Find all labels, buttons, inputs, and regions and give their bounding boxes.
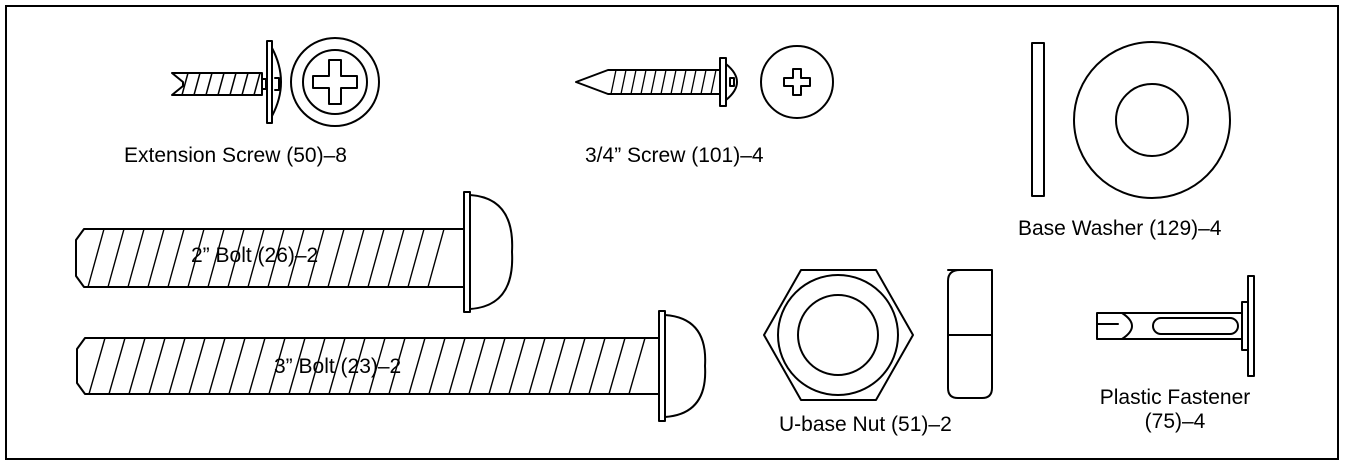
ubase-nut-label: U-base Nut (51)–2	[779, 413, 952, 436]
plastic-fastener-label-line1: Plastic Fastener	[1099, 386, 1251, 409]
three-inch-bolt-label: 3” Bolt (23)–2	[274, 355, 402, 378]
base-washer-drawing	[1031, 41, 1231, 199]
three-quarter-screw-head-drawing	[760, 45, 834, 119]
three-quarter-screw-side-drawing	[575, 57, 738, 107]
three-quarter-screw-label: 3/4” Screw (101)–4	[585, 144, 764, 167]
ubase-nut-side-drawing	[947, 269, 993, 399]
plastic-fastener-label: Plastic Fastener (75)–4	[1075, 386, 1275, 434]
two-inch-bolt-label: 2” Bolt (26)–2	[191, 244, 319, 267]
plastic-fastener-label-line2: (75)–4	[1144, 410, 1206, 433]
diagram-frame	[5, 5, 1339, 460]
extension-screw-label: Extension Screw (50)–8	[124, 144, 347, 167]
ubase-nut-top-drawing	[763, 269, 914, 401]
extension-screw-side-drawing	[171, 40, 282, 124]
extension-screw-head-drawing	[290, 37, 380, 127]
two-inch-bolt-drawing	[75, 191, 514, 313]
three-inch-bolt-drawing	[76, 310, 707, 422]
plastic-fastener-drawing	[1096, 275, 1255, 377]
base-washer-label: Base Washer (129)–4	[1018, 217, 1222, 240]
